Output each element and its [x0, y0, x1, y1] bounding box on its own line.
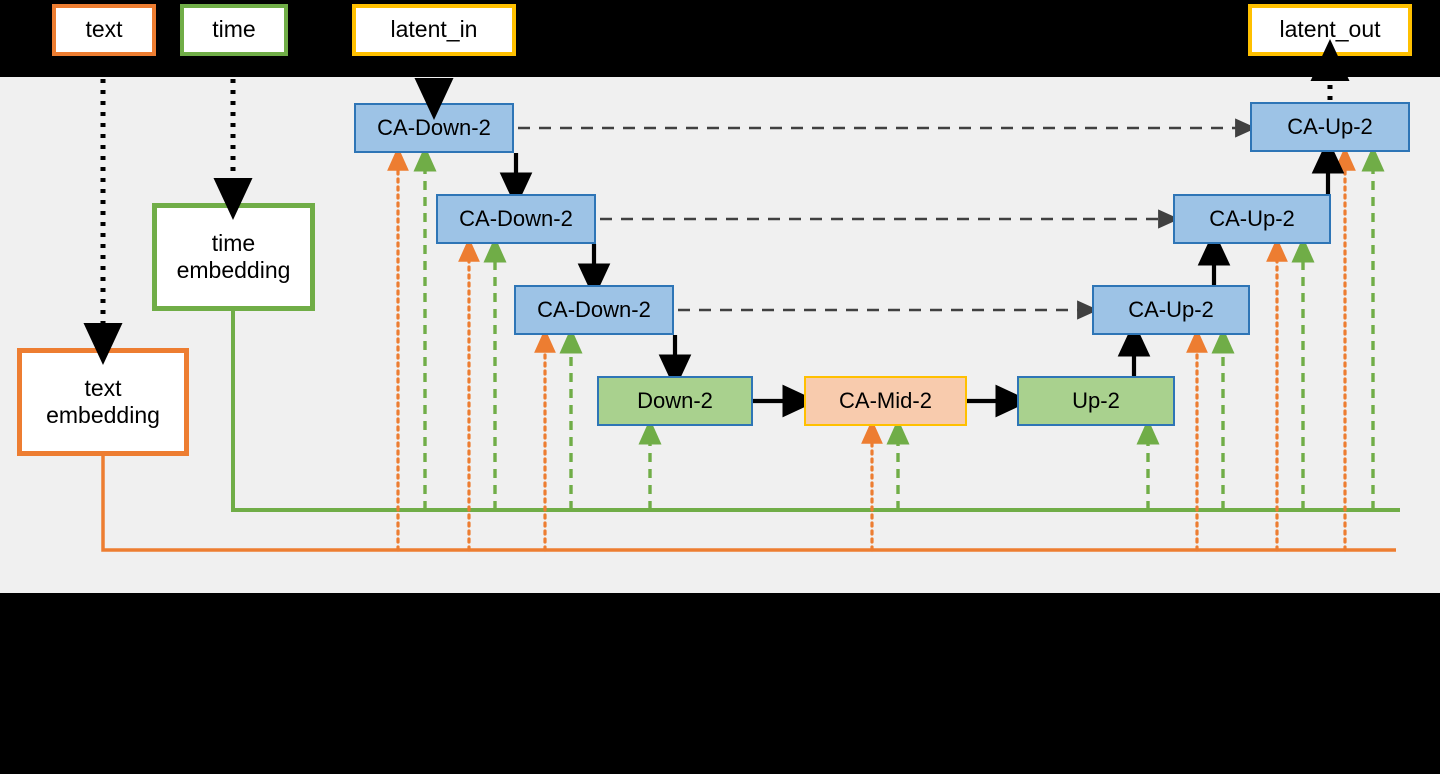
block-up-2-label: Up-2	[1072, 388, 1120, 414]
io-node-latent-out[interactable]: latent_out	[1248, 4, 1412, 56]
block-ca-up-1[interactable]: CA-Up-2	[1250, 102, 1410, 152]
block-ca-down-2-label: CA-Down-2	[459, 206, 573, 232]
io-node-latent-out-label: latent_out	[1279, 16, 1381, 43]
block-down-2[interactable]: Down-2	[597, 376, 753, 426]
block-ca-down-3-label: CA-Down-2	[537, 297, 651, 323]
io-node-time-label: time	[212, 16, 256, 43]
block-ca-up-2-label: CA-Up-2	[1209, 206, 1295, 232]
block-up-2[interactable]: Up-2	[1017, 376, 1175, 426]
block-ca-mid-2-label: CA-Mid-2	[839, 388, 932, 414]
diagram-panel	[0, 77, 1440, 593]
bottom-black-band	[0, 593, 1440, 774]
io-node-latent-in[interactable]: latent_in	[352, 4, 516, 56]
node-time-embedding[interactable]: time embedding	[152, 203, 315, 311]
block-ca-mid-2[interactable]: CA-Mid-2	[804, 376, 967, 426]
block-down-2-label: Down-2	[637, 388, 713, 414]
block-ca-up-3[interactable]: CA-Up-2	[1092, 285, 1250, 335]
io-node-text-label: text	[85, 16, 123, 43]
block-ca-down-1-label: CA-Down-2	[377, 115, 491, 141]
block-ca-up-2[interactable]: CA-Up-2	[1173, 194, 1331, 244]
node-text-embedding-label: text embedding	[46, 374, 160, 428]
block-ca-down-1[interactable]: CA-Down-2	[354, 103, 514, 153]
io-node-text[interactable]: text	[52, 4, 156, 56]
node-time-embedding-label: time embedding	[176, 229, 291, 283]
block-ca-up-3-label: CA-Up-2	[1128, 297, 1214, 323]
io-node-latent-in-label: latent_in	[390, 16, 478, 43]
io-node-time[interactable]: time	[180, 4, 288, 56]
block-ca-down-2[interactable]: CA-Down-2	[436, 194, 596, 244]
block-ca-up-1-label: CA-Up-2	[1287, 114, 1373, 140]
node-text-embedding[interactable]: text embedding	[17, 348, 189, 456]
block-ca-down-3[interactable]: CA-Down-2	[514, 285, 674, 335]
